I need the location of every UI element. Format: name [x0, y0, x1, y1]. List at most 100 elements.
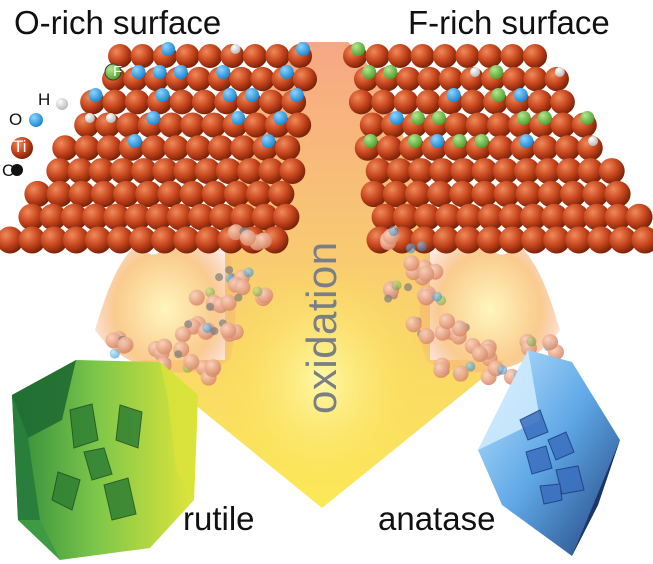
- titanium-atom: [195, 226, 223, 254]
- fluorine-atom: [408, 134, 422, 148]
- titanium-atom: [371, 89, 396, 115]
- hydrogen-atom: [84, 113, 95, 123]
- fluorine-atom: [383, 65, 398, 79]
- hydrogen-atom: [470, 67, 481, 77]
- titanium-atom: [413, 203, 441, 231]
- titanium-atom: [106, 226, 134, 254]
- titanium-atom: [555, 135, 581, 161]
- titanium-atom: [556, 158, 583, 184]
- titanium-atom: [173, 158, 200, 184]
- carbon-atom: [234, 293, 243, 302]
- titanium-atom: [535, 158, 562, 184]
- titanium-atom: [625, 203, 653, 231]
- oxygen-atom: [430, 134, 445, 148]
- titanium-atom: [492, 158, 519, 184]
- oxygen-atom: [152, 65, 167, 79]
- titanium-atom: [215, 158, 242, 184]
- titanium-atom: [131, 158, 157, 184]
- titanium-atom: [0, 226, 24, 254]
- titanium-atom: [234, 279, 251, 296]
- hydrogen-atom: [588, 136, 598, 146]
- titanium-atom: [272, 203, 300, 231]
- titanium-atom: [166, 203, 194, 231]
- titanium-atom: [365, 158, 392, 184]
- oxygen-atom: [405, 243, 416, 254]
- titanium-atom: [185, 135, 212, 161]
- titanium-atom: [60, 203, 88, 231]
- oxygen-atom: [296, 42, 310, 56]
- oxygen-atom: [216, 65, 231, 79]
- titanium-atom: [188, 289, 205, 306]
- oxygen-atom: [446, 88, 461, 102]
- titanium-atom: [488, 135, 514, 161]
- titanium-atom: [243, 44, 267, 68]
- titanium-atom: [493, 180, 520, 208]
- titanium-atom: [598, 158, 625, 184]
- titanium-atom: [432, 226, 460, 254]
- carbon-atom: [210, 327, 219, 336]
- titanium-atom: [198, 44, 222, 68]
- process-label: oxidation: [298, 241, 345, 414]
- titanium-atom: [265, 44, 290, 68]
- titanium-atom: [499, 226, 526, 254]
- titanium-atom: [550, 89, 575, 115]
- titanium-atom: [583, 203, 611, 231]
- anatase-label: anatase: [378, 500, 496, 537]
- titanium-atom: [455, 44, 480, 68]
- titanium-atom: [46, 180, 73, 208]
- titanium-atom: [519, 203, 547, 231]
- titanium-atom: [438, 66, 464, 92]
- titanium-atom: [18, 203, 46, 231]
- titanium-atom: [418, 265, 435, 282]
- titanium-atom: [67, 158, 94, 184]
- rutile-label: rutile: [183, 500, 255, 537]
- titanium-atom: [577, 158, 604, 184]
- titanium-atom: [541, 203, 568, 231]
- titanium-atom: [243, 112, 269, 138]
- titanium-atom: [258, 158, 285, 184]
- titanium-atom: [415, 89, 441, 115]
- titanium-atom: [201, 180, 228, 208]
- titanium-atom: [286, 112, 312, 138]
- titanium-atom: [173, 226, 201, 254]
- titanium-atom: [486, 112, 513, 138]
- titanium-atom: [418, 328, 435, 345]
- oxygen-atom: [88, 88, 103, 102]
- oxygen-atom: [465, 361, 476, 372]
- legend-atoms: [11, 63, 122, 176]
- titanium-atom: [451, 320, 468, 337]
- fluorine-atom: [491, 88, 506, 102]
- titanium-atom: [404, 180, 432, 208]
- fluorine-atom: [351, 42, 365, 56]
- titanium-atom: [392, 203, 420, 231]
- fluorine-atom: [362, 65, 377, 79]
- titanium-atom: [377, 135, 403, 161]
- titanium-atom: [259, 89, 284, 115]
- fluorine-atom: [526, 336, 537, 347]
- carbon-atom: [384, 294, 393, 303]
- oxygen-atom: [243, 267, 254, 278]
- titanium-atom: [180, 112, 206, 138]
- titanium-atom: [465, 112, 491, 138]
- hydrogen-atom: [230, 44, 241, 54]
- titanium-atom: [371, 203, 399, 231]
- titanium-atom: [124, 203, 152, 231]
- titanium-atom: [279, 158, 306, 184]
- titanium-atom: [274, 135, 301, 161]
- oxygen-atom: [245, 88, 260, 102]
- fluorine-atom: [537, 111, 552, 125]
- fluorine-atom: [580, 111, 595, 125]
- oxygen-atom: [173, 65, 188, 79]
- titanium-atom: [46, 158, 73, 184]
- oxygen-atom: [389, 111, 404, 125]
- titanium-atom: [108, 44, 132, 68]
- titanium-atom: [515, 180, 542, 208]
- titanium-atom: [359, 112, 385, 138]
- titanium-atom: [205, 359, 222, 376]
- fluorine-atom: [391, 280, 402, 291]
- carbon-atom: [184, 320, 193, 329]
- titanium-atom: [471, 158, 498, 184]
- titanium-atom: [40, 226, 68, 254]
- fluorine-atom: [410, 111, 425, 125]
